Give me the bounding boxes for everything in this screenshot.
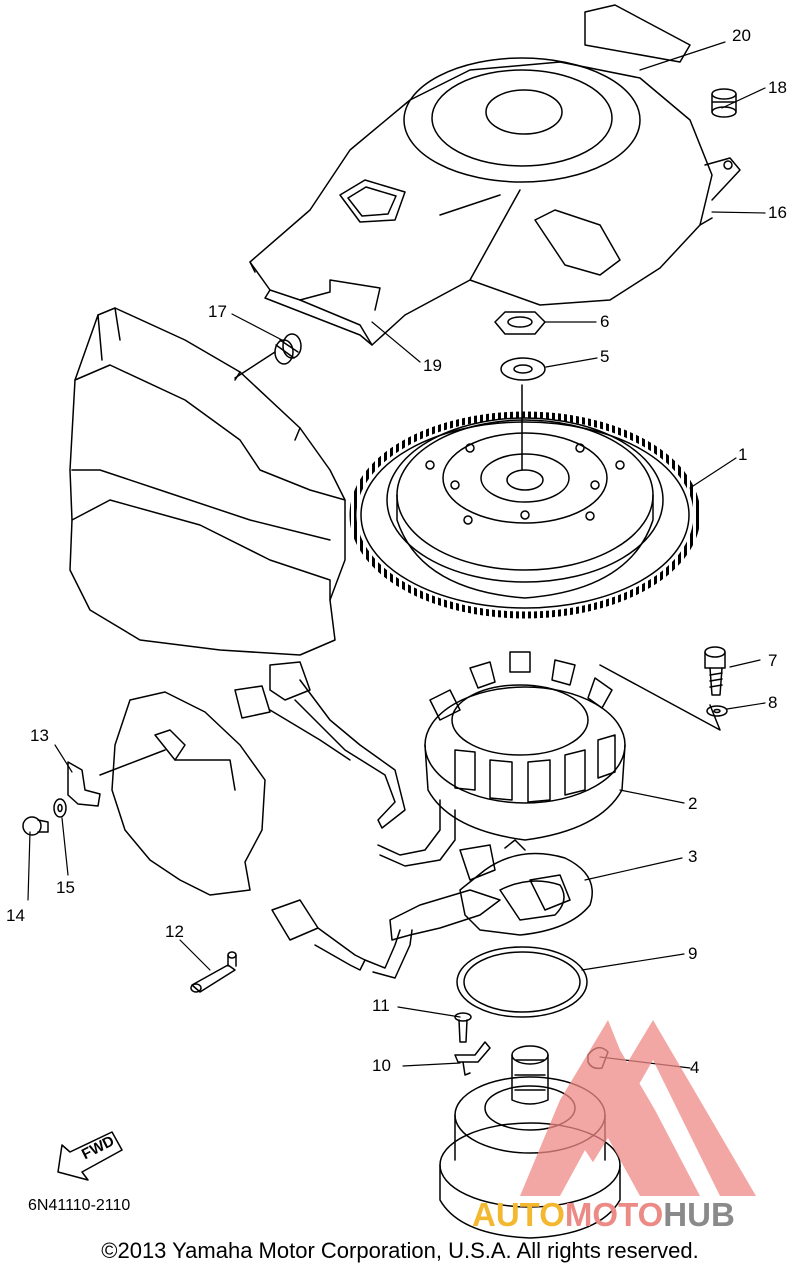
diagram-code: 6N41110-2110 [28, 1197, 131, 1214]
callout-8: 8 [768, 693, 778, 712]
callout-9: 9 [688, 944, 698, 963]
callout-11: 11 [372, 996, 390, 1015]
watermark-moto: MOTO [564, 1196, 664, 1233]
callout-20: 20 [732, 26, 751, 45]
callout-19: 19 [423, 356, 442, 375]
clip-13-drawing [67, 761, 101, 807]
stator-drawing [424, 651, 721, 841]
callout-4: 4 [690, 1058, 700, 1077]
callout-17: 17 [208, 302, 227, 321]
washer-5-drawing [500, 357, 546, 381]
flywheel-drawing [349, 411, 701, 619]
ignition-coil-housing-drawing [69, 307, 346, 656]
leader-lines [27, 41, 766, 1069]
callout-6: 6 [600, 312, 610, 331]
callout-18: 18 [768, 78, 787, 97]
callout-10: 10 [372, 1056, 391, 1075]
callout-7: 7 [768, 651, 778, 670]
watermark-hub: HUB [663, 1196, 735, 1233]
callout-5: 5 [600, 347, 610, 366]
callout-16: 16 [768, 203, 787, 222]
watermark-text: AUTOMOTOHUB [472, 1196, 735, 1234]
callout-2: 2 [688, 794, 698, 813]
bolt-drawing [704, 646, 726, 696]
callout-15: 15 [56, 878, 75, 897]
callout-12: 12 [165, 922, 184, 941]
holder-12-drawing [190, 951, 237, 993]
callout-13: 13 [30, 726, 49, 745]
callout-14: 14 [6, 906, 25, 925]
ring-9-drawing [456, 946, 588, 1018]
stator-harness-drawing [234, 661, 456, 867]
washer-8-drawing [706, 705, 728, 717]
callout-1: 1 [738, 445, 748, 464]
screw-14-drawing [22, 816, 49, 836]
nut-drawing [494, 311, 546, 335]
pulser-coil-drawing [389, 839, 593, 941]
watermark-auto: AUTO [472, 1196, 565, 1233]
flywheel-cover-drawing [249, 4, 741, 346]
screw-11-drawing [454, 1012, 472, 1043]
washer-15-drawing [53, 798, 67, 818]
pulser-harness-drawing [271, 899, 413, 979]
watermark-logo [520, 1020, 756, 1196]
clamp-10-drawing [454, 1041, 491, 1076]
copyright-notice: ©2013 Yamaha Motor Corporation, U.S.A. A… [101, 1238, 699, 1263]
engine-bracket-drawing [99, 691, 266, 896]
callout-3: 3 [688, 847, 698, 866]
fwd-arrow-drawing [57, 1131, 123, 1181]
grommet-17-drawing [234, 333, 302, 379]
